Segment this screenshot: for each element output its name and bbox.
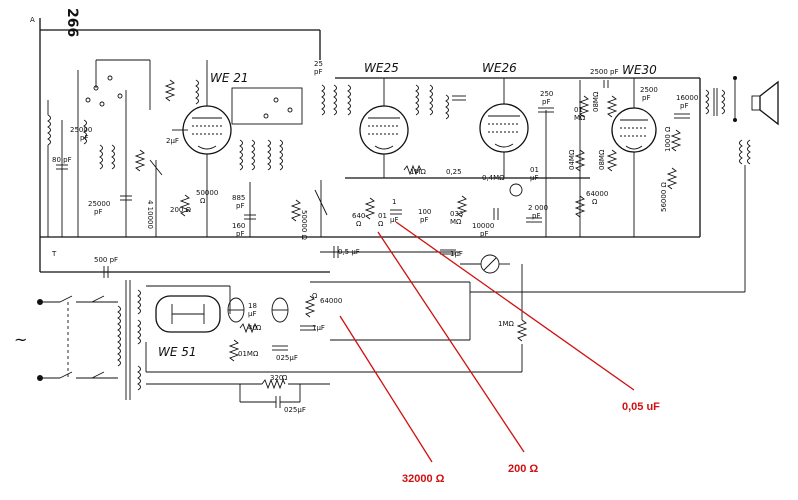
svg-text:16000: 16000 [676,94,698,102]
svg-text:MΩ: MΩ [450,218,462,226]
power-transformer [117,280,141,400]
svg-text:320: 320 [270,374,283,382]
tube-we26: WE26 [479,61,529,178]
tube-we30: WE30 [611,63,657,237]
label-we21: WE 21 [210,71,249,85]
svg-text:04MΩ: 04MΩ [568,149,576,170]
svg-text:µF: µF [530,174,538,182]
svg-text:1000 Ω: 1000 Ω [664,126,672,152]
svg-text:pF: pF [480,230,488,238]
svg-text:Ω: Ω [592,198,598,206]
svg-text:18: 18 [248,302,257,310]
svg-text:025µF: 025µF [276,354,298,362]
label-we25: WE25 [364,61,399,75]
svg-text:pF: pF [80,134,88,142]
tube-we21: WE 21 [182,60,249,237]
svg-text:µF: µF [248,310,256,318]
svg-text:pF: pF [420,216,428,224]
svg-text:64000: 64000 [586,190,608,198]
svg-text:pF: pF [680,102,688,110]
svg-text:1MΩ: 1MΩ [498,320,514,328]
svg-text:2500 pF: 2500 pF [590,68,619,76]
svg-text:µF: µF [390,216,398,224]
rf-tuning-section: 80 pF 25000 pF 25000 pF 4 10000 [52,59,199,237]
output-transformer [705,88,751,165]
svg-text:Ω: Ω [256,324,262,332]
svg-text:25: 25 [314,60,323,68]
svg-text:64000: 64000 [320,297,342,305]
svg-text:pF: pF [94,208,102,216]
tube-we51: WE 51 [155,295,221,359]
svg-text:08MΩ: 08MΩ [592,91,600,112]
svg-text:40: 40 [248,324,257,332]
ground-bus [39,18,701,273]
svg-text:160: 160 [232,222,245,230]
svg-text:56000 Ω: 56000 Ω [660,182,668,212]
svg-text:10000: 10000 [472,222,494,230]
svg-text:pF: pF [532,212,540,220]
label-we51: WE 51 [158,345,197,359]
svg-text:1MΩ: 1MΩ [410,168,426,176]
leader-005 [395,221,635,391]
svg-text:01: 01 [378,212,387,220]
svg-text:1µF: 1µF [450,250,463,258]
svg-text:01: 01 [530,166,539,174]
svg-text:08MΩ: 08MΩ [598,149,606,170]
svg-text:50000 Ω: 50000 Ω [300,210,308,240]
svg-text:885: 885 [232,194,245,202]
svg-text:2µF: 2µF [166,137,179,145]
svg-text:pF: pF [314,68,322,76]
svg-text:pF: pF [236,230,244,238]
svg-text:2 000: 2 000 [528,204,548,212]
svg-text:50000: 50000 [196,189,218,197]
svg-text:Ω: Ω [312,292,318,300]
svg-text:01MΩ: 01MΩ [238,350,259,358]
svg-text:033: 033 [450,210,463,218]
svg-text:0,25: 0,25 [446,168,462,176]
svg-text:Ω: Ω [200,197,206,205]
mains-symbol: ~ [14,330,27,349]
svg-text:pF: pF [542,98,550,106]
svg-text:80 pF: 80 pF [52,156,72,164]
svg-text:2500: 2500 [640,86,658,94]
svg-text:0,4MΩ: 0,4MΩ [482,174,505,182]
svg-text:Ω: Ω [378,220,384,228]
svg-text:Ω: Ω [356,220,362,228]
svg-text:25000: 25000 [70,126,92,134]
svg-text:250: 250 [540,90,553,98]
svg-text:500 pF: 500 pF [94,256,118,264]
antenna-coil [47,100,51,237]
svg-text:1µF: 1µF [312,324,325,332]
tube-we25: WE25 [359,61,409,178]
marker-t: T [51,250,57,258]
annotation-0-05-uf: 0,05 uF [622,401,660,413]
leader-200 [377,231,525,453]
label-we26: WE26 [482,61,517,75]
svg-text:pF: pF [642,94,650,102]
mains-input: ~ [14,295,118,381]
annotations: 32000 Ω 200 Ω 0,05 uF [339,221,660,485]
annotation-200-ohm: 200 Ω [508,463,538,475]
svg-text:640: 640 [352,212,365,220]
marker-a: A [30,16,35,24]
svg-text:4 10000: 4 10000 [146,200,154,229]
svg-text:01: 01 [574,106,583,114]
svg-text:200 Ω: 200 Ω [170,206,192,214]
loudspeaker-icon [733,76,779,126]
annotation-32000-ohm: 32000 Ω [402,473,445,485]
leader-32000 [339,315,433,463]
svg-text:Ω: Ω [282,374,288,382]
svg-text:025µF: 025µF [284,406,306,414]
svg-text:1: 1 [392,198,396,206]
label-we30: WE30 [622,63,657,77]
svg-text:100: 100 [418,208,431,216]
page-number: 266 [64,8,80,37]
if-transformer-1: 885 pF 160 pF [231,87,303,238]
svg-text:25000: 25000 [88,200,110,208]
svg-text:pF: pF [236,202,244,210]
